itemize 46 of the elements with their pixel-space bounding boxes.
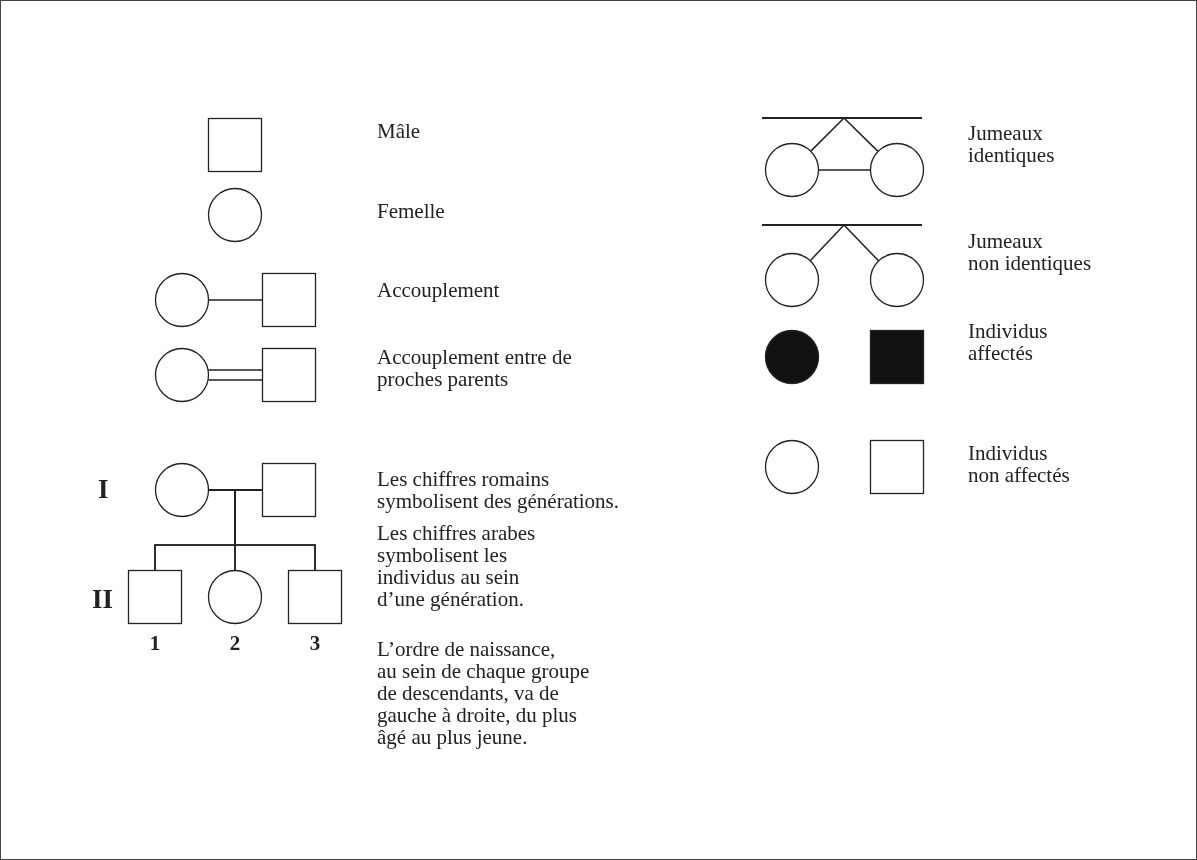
female-circle-symbol xyxy=(208,188,262,242)
legend-description: Accouplement entre de proches parents xyxy=(377,346,573,390)
affected-male-square-symbol xyxy=(870,330,924,384)
individual-number: 2 xyxy=(228,632,242,654)
pedigree-line xyxy=(234,489,316,571)
pedigree-line xyxy=(843,117,879,152)
generation-numeral: I xyxy=(98,478,110,500)
legend-description: Les chiffres romains symbolisent des générations. xyxy=(377,468,621,512)
pedigree-line xyxy=(208,299,263,301)
sibship-line xyxy=(762,117,922,119)
legend-description: Jumeaux identiques xyxy=(968,122,1056,166)
pedigree-line xyxy=(810,117,845,152)
pedigree-line xyxy=(843,224,880,262)
legend-description: Individus non affectés xyxy=(968,442,1071,486)
generation-numeral: II xyxy=(92,588,114,610)
male-square-symbol xyxy=(262,348,316,402)
female-circle-symbol xyxy=(765,253,819,307)
male-square-symbol xyxy=(288,570,342,624)
sibship-line xyxy=(762,224,922,226)
legend-description: Mâle xyxy=(377,120,422,142)
pedigree-line xyxy=(207,369,263,371)
male-square-symbol xyxy=(870,440,924,494)
individual-number: 3 xyxy=(308,632,322,654)
female-circle-symbol xyxy=(155,273,209,327)
legend-description: L’ordre de naissance, au sein de chaque groupe de descendants, va de gauche à droite, du plus âgé au plus jeune. xyxy=(377,638,591,748)
female-circle-symbol xyxy=(208,570,262,624)
legend-description: Femelle xyxy=(377,200,446,222)
female-circle-symbol xyxy=(870,253,924,307)
female-circle-symbol xyxy=(765,143,819,197)
pedigree-line xyxy=(818,169,871,171)
individual-number: 1 xyxy=(148,632,162,654)
male-square-symbol xyxy=(208,118,262,172)
legend-description: Les chiffres arabes symbolisent les individus au sein d’une génération. xyxy=(377,522,537,610)
female-circle-symbol xyxy=(155,348,209,402)
legend-description: Jumeaux non identiques xyxy=(968,230,1093,274)
female-circle-symbol xyxy=(765,440,819,494)
legend-description: Individus affectés xyxy=(968,320,1049,364)
affected-female-circle-symbol xyxy=(765,330,819,384)
male-square-symbol xyxy=(128,570,182,624)
male-square-symbol xyxy=(262,463,316,517)
pedigree-line xyxy=(207,379,263,381)
male-square-symbol xyxy=(262,273,316,327)
legend-description: Accouplement xyxy=(377,279,501,301)
female-circle-symbol xyxy=(155,463,209,517)
female-circle-symbol xyxy=(870,143,924,197)
pedigree-line xyxy=(809,224,845,262)
